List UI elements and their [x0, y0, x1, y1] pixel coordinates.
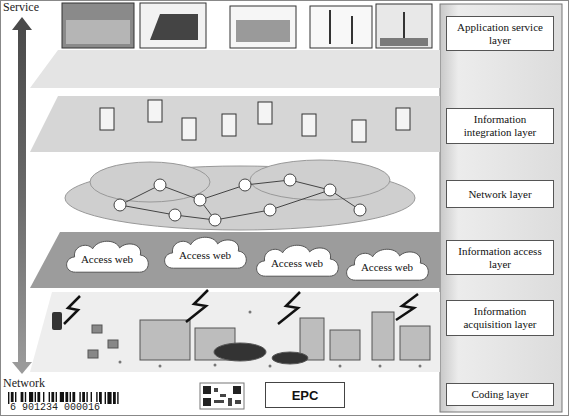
access-cloud: Access web: [62, 238, 152, 274]
text-holder: Access web: [179, 249, 231, 261]
access-cloud: Access web: [252, 242, 342, 278]
cloud-shape: [165, 237, 247, 268]
text-holder: EPC: [292, 388, 319, 403]
text-holder: Access web: [361, 261, 413, 273]
code-box: EPC: [265, 382, 345, 408]
access-cloud: Access web: [342, 246, 432, 282]
barcode-bar: [107, 392, 111, 404]
cloud-shape: [67, 241, 149, 272]
text-holder: Access web: [81, 253, 133, 265]
axis-label: Service: [3, 1, 39, 14]
text-holder: Coding layer: [471, 388, 528, 401]
cloud-shape: [257, 245, 339, 276]
layer-label: Information acquisition layer: [451, 305, 549, 330]
barcode-bar: [117, 392, 118, 404]
text-holder: Application service layer: [451, 21, 549, 46]
layer-label: Information access layer: [451, 245, 549, 270]
code-label: EPC: [292, 388, 319, 403]
cloud-label: Access web: [179, 249, 231, 261]
access-cloud: Access web: [160, 234, 250, 270]
layer-box: Coding layer: [446, 383, 554, 406]
layer-box: Information access layer: [446, 240, 554, 275]
layer-box: Application service layer: [446, 16, 554, 51]
layer-box: Network layer: [446, 180, 554, 208]
text-holder: Information acquisition layer: [451, 305, 549, 330]
text-holder: Access web: [271, 257, 323, 269]
cloud-label: Access web: [81, 253, 133, 265]
cloud-shape: [347, 249, 429, 280]
text-holder: Information integration layer: [451, 113, 549, 138]
text-holder: Information access layer: [451, 245, 549, 270]
layer-box: Information integration layer: [446, 108, 554, 144]
layer-label: Information integration layer: [451, 113, 549, 138]
layer-label: Application service layer: [451, 21, 549, 46]
layer-label: Coding layer: [471, 388, 528, 401]
layer-box: Information acquisition layer: [446, 300, 554, 336]
barcode-bar: [105, 392, 106, 404]
layer-label: Network layer: [468, 188, 531, 201]
barcode-digits: 6 901234 000016: [10, 402, 100, 413]
text-holder: Network layer: [468, 188, 531, 201]
cloud-label: Access web: [361, 261, 413, 273]
cloud-label: Access web: [271, 257, 323, 269]
barcode-bar: [113, 392, 116, 404]
axis-label: Network: [3, 377, 45, 390]
